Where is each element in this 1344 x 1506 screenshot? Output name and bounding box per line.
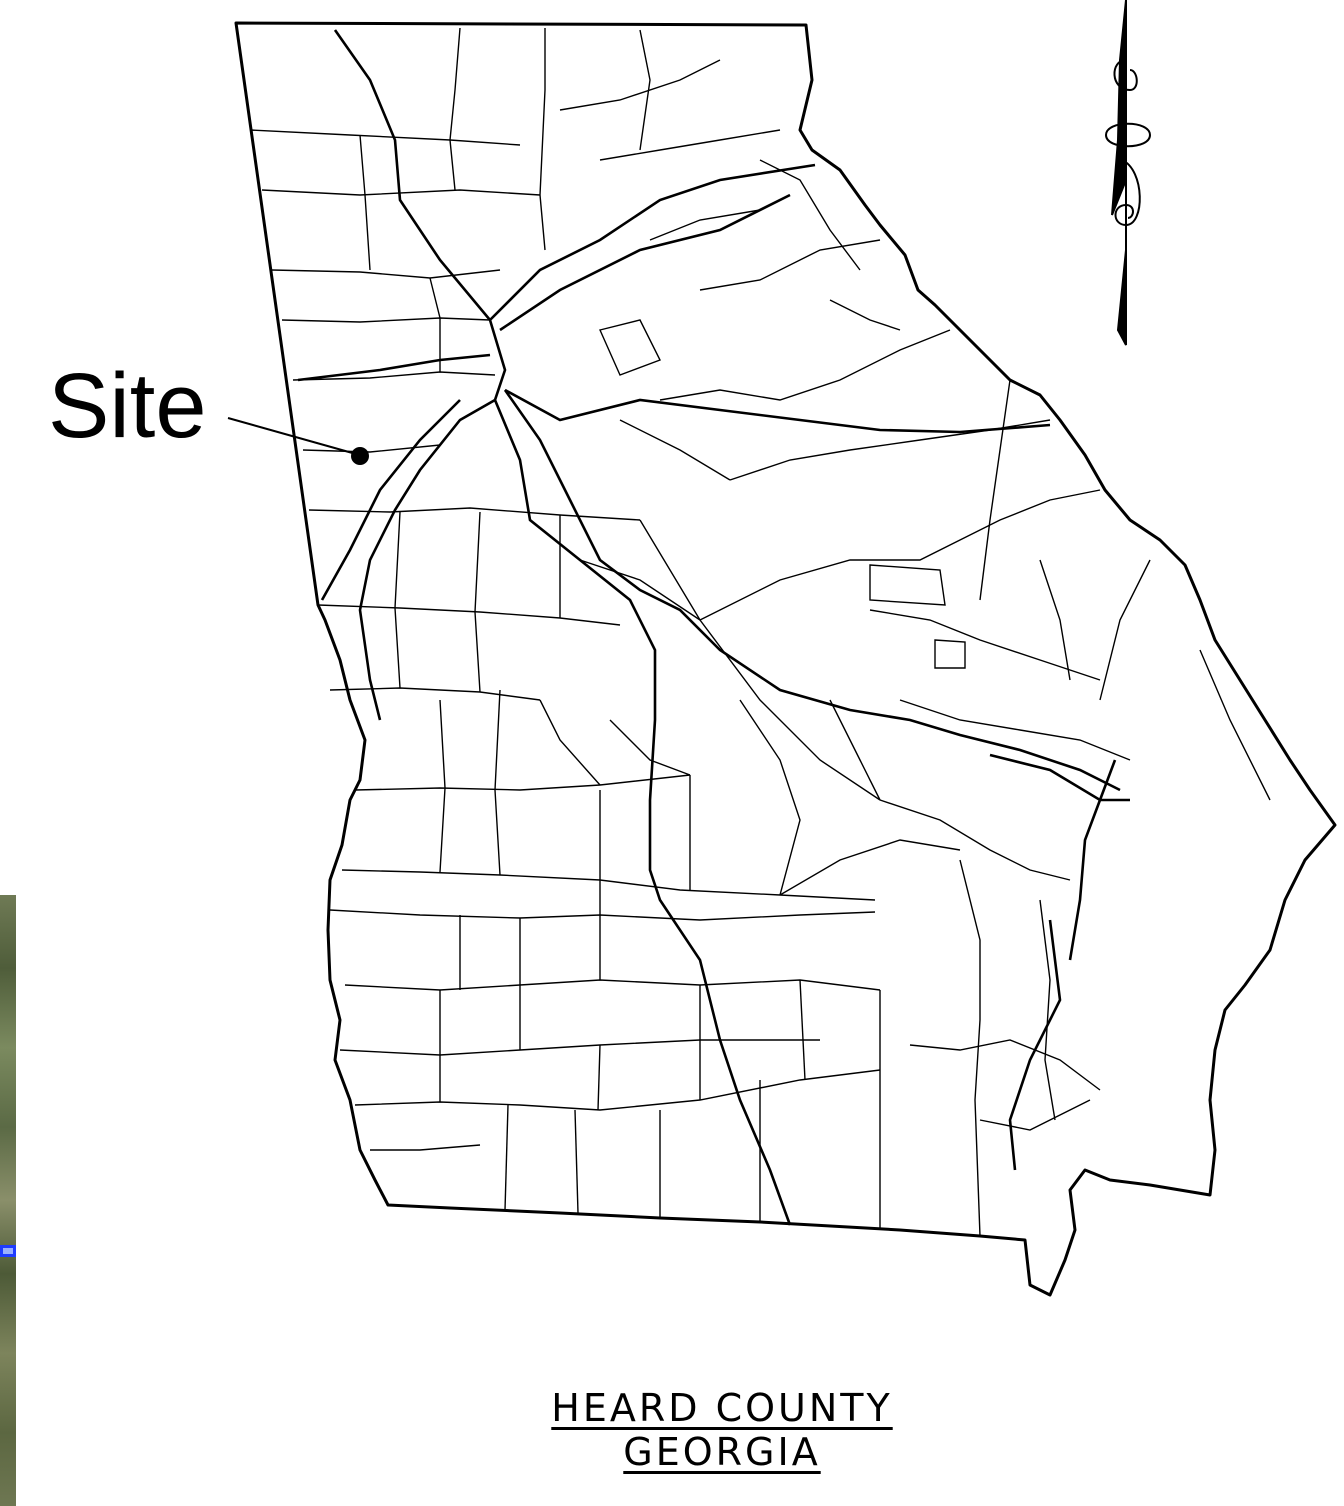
county-boundaries xyxy=(249,27,1271,1237)
site-marker xyxy=(351,447,369,465)
state-outline xyxy=(234,21,1337,1297)
aerial-photo-fragment xyxy=(0,895,16,1506)
county-title: HEARD COUNTY xyxy=(551,1386,893,1430)
state-title: GEORGIA xyxy=(623,1430,821,1474)
north-arrow-icon xyxy=(1105,0,1152,346)
site-leader-line xyxy=(227,417,357,455)
site-label: Site xyxy=(48,355,207,457)
aerial-site-outline xyxy=(0,1245,16,1257)
highways xyxy=(297,29,1130,1226)
